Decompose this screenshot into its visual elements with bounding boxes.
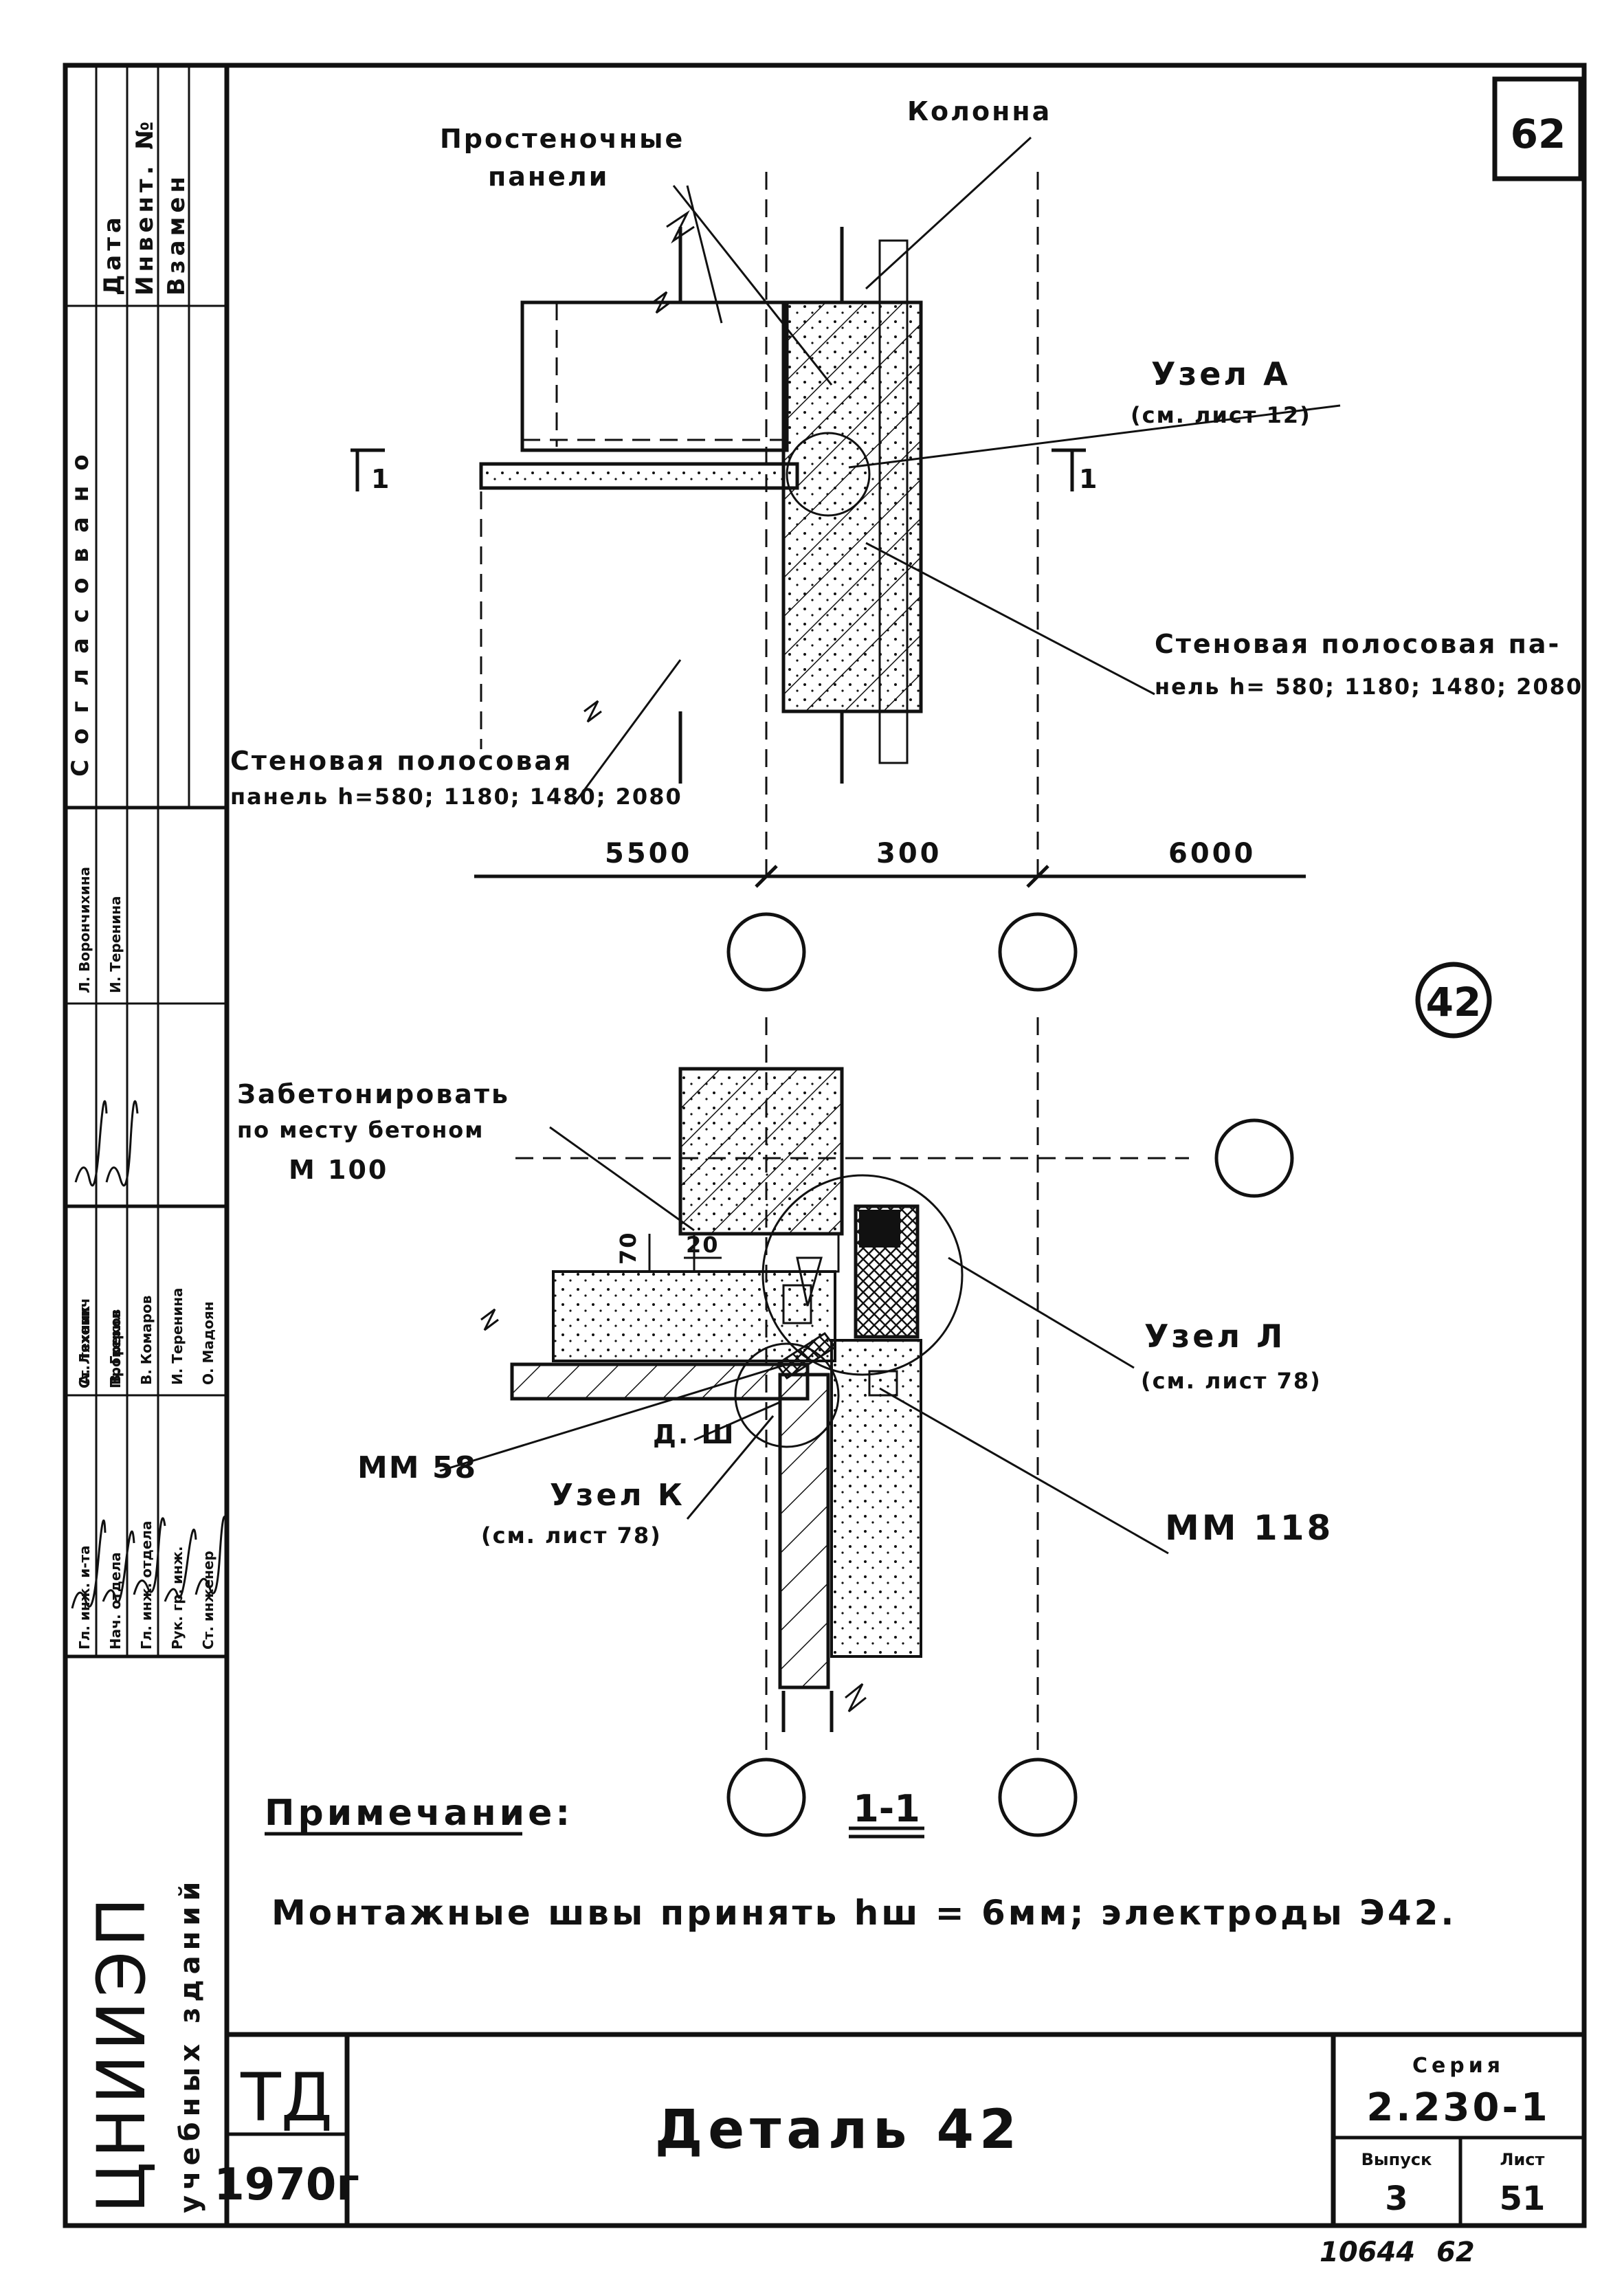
td-label: ТД — [240, 2059, 333, 2136]
label-node-k-ref: (см. лист 78) — [481, 1522, 662, 1549]
stamp-inv-header: Инвент. № — [131, 118, 159, 296]
org-subtitle: учебных зданий — [175, 1876, 206, 2213]
stamp-name-4: И. Теренина — [169, 1287, 186, 1385]
detail-number-bubble — [1415, 962, 1492, 1039]
year-label: 1970г — [214, 2160, 359, 2210]
title-block — [227, 2032, 1584, 2226]
dim-6000: 6000 — [1168, 838, 1256, 869]
stamp-name-2: В. Греков — [107, 1309, 124, 1385]
label-mm118: ММ 118 — [1165, 1508, 1333, 1548]
stamp-replace-header: Взамен — [163, 173, 190, 296]
note-title: Примечание: — [265, 1793, 573, 1834]
section-mark-right: 1 — [1079, 464, 1099, 494]
series-label: Серия — [1412, 2054, 1504, 2078]
issue-value: 3 — [1385, 2180, 1408, 2218]
stamp-name-check: И. Теренина — [107, 896, 124, 993]
dim-5500: 5500 — [605, 838, 692, 869]
stamp-name-tech: Л. Ворончихина — [76, 867, 93, 993]
label-concrete-2: по месту бетоном — [237, 1117, 484, 1143]
section-title: 1-1 — [853, 1787, 920, 1830]
dim-300: 300 — [876, 838, 942, 869]
label-partition-panels-1: Простеночные — [440, 124, 685, 154]
footer-code: 10644 — [1320, 2237, 1415, 2268]
side-stamp — [65, 65, 227, 1659]
plan-view — [351, 136, 1341, 992]
sheet-label: Лист — [1500, 2150, 1545, 2169]
org-name: ЦНИИЭП — [83, 1893, 160, 2213]
label-wall-panel-right-2: нель h= 580; 1180; 1480; 2080 — [1155, 674, 1583, 700]
sheet-frame — [63, 63, 1587, 2228]
label-concrete-3: М 100 — [289, 1155, 388, 1185]
label-wall-panel-right-1: Стеновая полосовая па- — [1155, 629, 1561, 659]
label-node-l-ref: (см. лист 78) — [1141, 1368, 1322, 1394]
stamp-date-header: Дата — [99, 213, 126, 296]
signatures — [71, 1100, 228, 1609]
label-wall-panel-left-2: панель h=580; 1180; 1480; 2080 — [230, 784, 682, 810]
label-mm58: ММ 58 — [357, 1450, 477, 1485]
sheet-value: 51 — [1500, 2180, 1546, 2218]
label-partition-panels-2: панели — [488, 162, 609, 192]
stamp-agreed: Согласовано — [67, 439, 94, 777]
stamp-role-tech: Ст. техник — [76, 1305, 93, 1388]
note-text: Монтажные швы принять hш = 6мм; электрод… — [271, 1893, 1456, 1933]
stamp-name-1: А. Ляхович — [76, 1298, 93, 1385]
stamp-role-check: Проверил — [107, 1310, 124, 1388]
section-view — [265, 1017, 1294, 1839]
detail-number: 42 — [1426, 979, 1482, 1025]
label-dsh: Д. Ш — [653, 1419, 735, 1450]
label-node-a-ref: (см. лист 12) — [1131, 402, 1311, 428]
footer-sheet: 62 — [1436, 2237, 1475, 2268]
label-concrete-1: Забетонировать — [237, 1079, 510, 1109]
stamp-name-5: О. Мадоян — [200, 1301, 216, 1385]
stamp-role-5: Ст. инженер — [200, 1551, 216, 1650]
dim-70: 70 — [615, 1231, 641, 1265]
sheet-title: Деталь 42 — [655, 2099, 1022, 2161]
dim-20: 20 — [686, 1232, 720, 1258]
section-mark-left: 1 — [371, 464, 391, 494]
label-column: Колонна — [907, 96, 1052, 126]
issue-label: Выпуск — [1361, 2150, 1432, 2169]
series-value: 2.230-1 — [1366, 2085, 1550, 2130]
sheet-number: 62 — [1511, 111, 1566, 157]
label-node-a: Узел А — [1151, 355, 1291, 392]
label-node-l: Узел Л — [1144, 1318, 1285, 1355]
stamp-name-3: В. Комаров — [138, 1296, 155, 1385]
label-node-k: Узел К — [550, 1478, 685, 1513]
stamp-role-4: Рук. гр. инж. — [169, 1546, 186, 1650]
label-wall-panel-left-1: Стеновая полосовая — [230, 746, 572, 776]
